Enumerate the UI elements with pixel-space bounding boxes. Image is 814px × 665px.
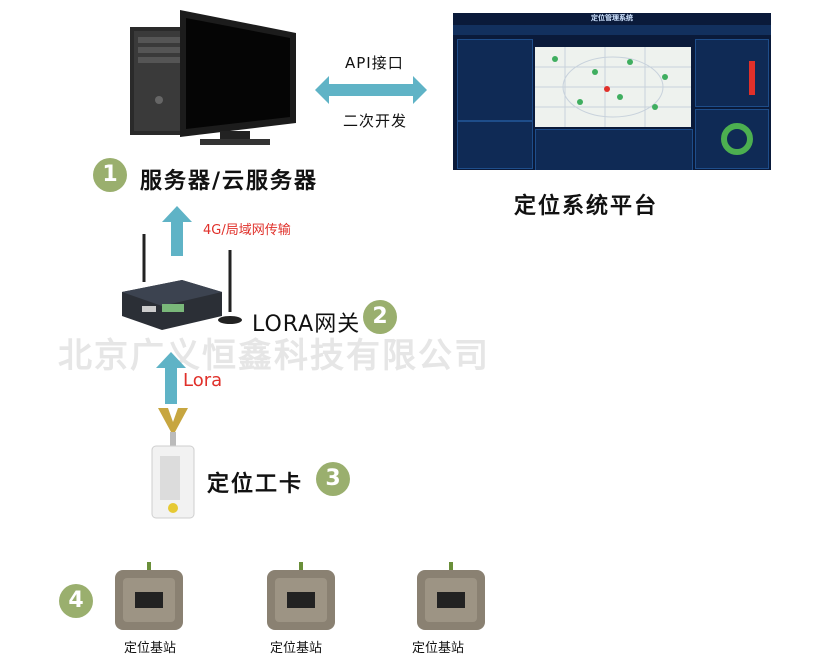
- step-2-badge: 2: [363, 300, 397, 334]
- card-label: 定位工卡: [207, 472, 304, 497]
- dashboard-left-panel: [457, 39, 533, 121]
- secondary-dev-label: 二次开发: [343, 112, 408, 130]
- dashboard-nav-bar: [453, 25, 771, 35]
- uplink-arrow: [162, 206, 192, 256]
- positioning-card-image: [151, 408, 195, 519]
- gateway-label: LORA网关: [252, 312, 361, 337]
- platform-label: 定位系统平台: [514, 194, 659, 219]
- server-label: 服务器/云服务器: [140, 169, 319, 194]
- lora-label: Lora: [183, 370, 223, 391]
- dashboard-right-panel: [695, 39, 769, 107]
- base-station-2-image: [267, 562, 335, 630]
- step-3-badge: 3: [316, 462, 350, 496]
- base-station-2-label: 定位基站: [270, 641, 323, 656]
- dashboard-red-bar: [749, 61, 755, 95]
- uplink-label: 4G/局域网传输: [203, 223, 291, 238]
- platform-dashboard-screenshot: 定位管理系统: [453, 13, 771, 170]
- bidirectional-arrow: [315, 76, 427, 104]
- dashboard-map: [535, 47, 691, 127]
- lora-gateway-device-image: [122, 234, 242, 330]
- lora-arrow: [156, 352, 186, 404]
- base-station-3-label: 定位基站: [412, 641, 465, 656]
- watermark-text: 北京广义恒鑫科技有限公司: [58, 336, 490, 376]
- dashboard-donut-chart: [721, 123, 753, 155]
- dashboard-title: 定位管理系统: [591, 14, 633, 22]
- dashboard-right-lower-panel: [695, 109, 769, 169]
- step-1-badge: 1: [93, 158, 127, 192]
- base-station-1-label: 定位基站: [124, 641, 177, 656]
- server-computer-image: [130, 10, 296, 145]
- dashboard-left-lower-panel: [457, 121, 533, 169]
- dashboard-table-panel: [535, 129, 693, 170]
- base-station-1-image: [115, 562, 183, 630]
- base-station-3-image: [417, 562, 485, 630]
- api-interface-label: API接口: [345, 54, 404, 72]
- step-4-badge: 4: [59, 584, 93, 618]
